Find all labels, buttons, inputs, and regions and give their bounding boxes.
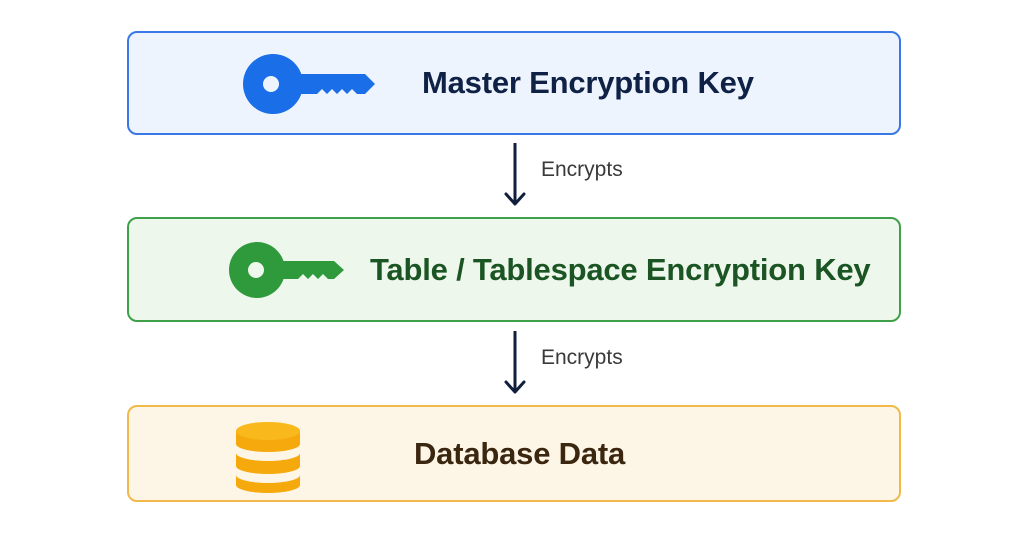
key-icon [243,54,375,114]
edge-label: Encrypts [541,346,623,369]
arrow-down-icon [504,331,526,394]
edge-label: Encrypts [541,158,623,181]
database-icon [236,422,300,493]
table-key-title: Table / Tablespace Encryption Key [370,251,871,287]
database-data-box: Database Data [127,405,901,502]
arrow-down-icon [504,143,526,206]
master-key-title: Master Encryption Key [422,65,754,100]
master-key-box: Master Encryption Key [127,31,901,135]
key-icon [229,242,344,298]
database-data-title: Database Data [414,435,626,471]
table-key-box: Table / Tablespace Encryption Key [127,217,901,322]
